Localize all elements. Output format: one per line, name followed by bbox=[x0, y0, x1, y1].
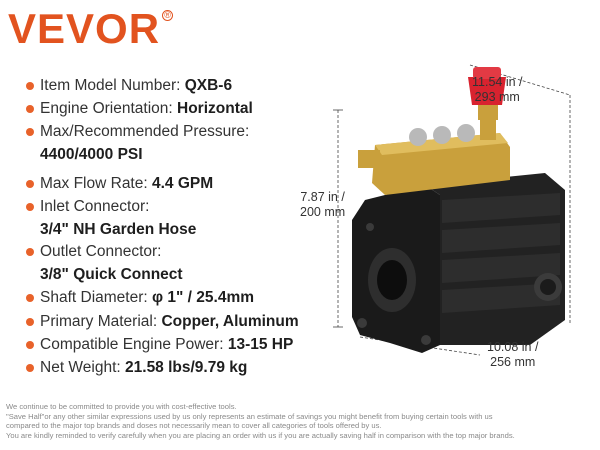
spec-label: Engine Orientation: bbox=[40, 100, 178, 117]
spec-outlet-connector: Outlet Connector: 3/8" Quick Connect bbox=[26, 242, 183, 283]
spec-value: φ 1" / 25.4mm bbox=[152, 289, 255, 306]
spec-label: Max/Recommended Pressure: bbox=[40, 123, 250, 140]
spec-engine-power: Compatible Engine Power: 13-15 HP bbox=[26, 335, 293, 355]
dimension-depth-in: 10.08 in / bbox=[487, 340, 539, 354]
spec-label: Primary Material: bbox=[40, 313, 162, 330]
disclaimer: We continue to be committed to provide y… bbox=[6, 402, 598, 440]
bullet-icon bbox=[26, 128, 34, 136]
bullet-icon bbox=[26, 364, 34, 372]
spec-label: Net Weight: bbox=[40, 359, 126, 376]
bullet-icon bbox=[26, 180, 34, 188]
bullet-icon bbox=[26, 341, 34, 349]
spec-shaft-diameter: Shaft Diameter: φ 1" / 25.4mm bbox=[26, 288, 254, 308]
spec-value: Horizontal bbox=[177, 100, 253, 117]
brass-manifold bbox=[358, 115, 510, 195]
spec-label: Max Flow Rate: bbox=[40, 175, 152, 192]
brand-name: VEVOR bbox=[8, 5, 161, 52]
bullet-icon bbox=[26, 248, 34, 256]
spec-inlet-connector: Inlet Connector: 3/4" NH Garden Hose bbox=[26, 197, 196, 238]
pressure-knob bbox=[468, 67, 506, 120]
brand-logo: VEVOR ® bbox=[8, 5, 174, 52]
spec-value: 13-15 HP bbox=[227, 336, 294, 353]
dimension-width-mm: 293 mm bbox=[474, 90, 520, 104]
spec-net-weight: Net Weight: 21.58 lbs/9.79 kg bbox=[26, 358, 247, 378]
disclaimer-line: compared to the major top brands and dos… bbox=[6, 421, 382, 431]
spec-value: Copper, Aluminum bbox=[161, 313, 299, 330]
bullet-icon bbox=[26, 203, 34, 211]
bullet-icon bbox=[26, 294, 34, 302]
spec-model-number: Item Model Number: QXB-6 bbox=[26, 76, 232, 96]
spec-pressure: Max/Recommended Pressure: 4400/4000 PSI bbox=[26, 122, 250, 163]
dimension-depth: 10.08 in / 256 mm bbox=[487, 340, 538, 370]
spec-value: 21.58 lbs/9.79 kg bbox=[125, 359, 248, 376]
dimension-height-mm: 200 mm bbox=[300, 205, 346, 219]
dimension-width: 11.54 in / 293 mm bbox=[472, 75, 523, 105]
spec-flow-rate: Max Flow Rate: 4.4 GPM bbox=[26, 174, 213, 194]
registered-mark: ® bbox=[162, 10, 174, 21]
spec-value: 4.4 GPM bbox=[151, 175, 214, 192]
spec-label: Inlet Connector: bbox=[40, 198, 150, 215]
bullet-icon bbox=[26, 105, 34, 113]
pump-product-image bbox=[333, 64, 571, 356]
crankcase bbox=[425, 173, 565, 345]
dimension-depth-mm: 256 mm bbox=[490, 355, 536, 369]
bullet-icon bbox=[26, 82, 34, 90]
spec-value: 3/8" Quick Connect bbox=[40, 266, 183, 283]
spec-value: 3/4" NH Garden Hose bbox=[40, 221, 197, 238]
dimension-height-in: 7.87 in / bbox=[300, 190, 345, 204]
spec-label: Item Model Number: bbox=[40, 77, 185, 94]
spec-label: Shaft Diameter: bbox=[40, 289, 152, 306]
spec-engine-orientation: Engine Orientation: Horizontal bbox=[26, 99, 253, 119]
dimension-height: 7.87 in / 200 mm bbox=[300, 190, 345, 220]
spec-label: Outlet Connector: bbox=[40, 243, 162, 260]
disclaimer-line: You are kindly reminded to verify carefu… bbox=[6, 430, 515, 440]
dimension-width-in: 11.54 in / bbox=[472, 75, 523, 89]
spec-value: 4400/4000 PSI bbox=[40, 146, 143, 163]
spec-label: Compatible Engine Power: bbox=[40, 336, 228, 353]
disclaimer-line: "Save Half"or any other similar expressi… bbox=[6, 411, 493, 421]
spec-value: QXB-6 bbox=[184, 77, 233, 94]
spec-primary-material: Primary Material: Copper, Aluminum bbox=[26, 312, 299, 332]
disclaimer-line: We continue to be committed to provide y… bbox=[6, 402, 237, 411]
mounting-flange bbox=[352, 185, 440, 353]
bullet-icon bbox=[26, 318, 34, 326]
